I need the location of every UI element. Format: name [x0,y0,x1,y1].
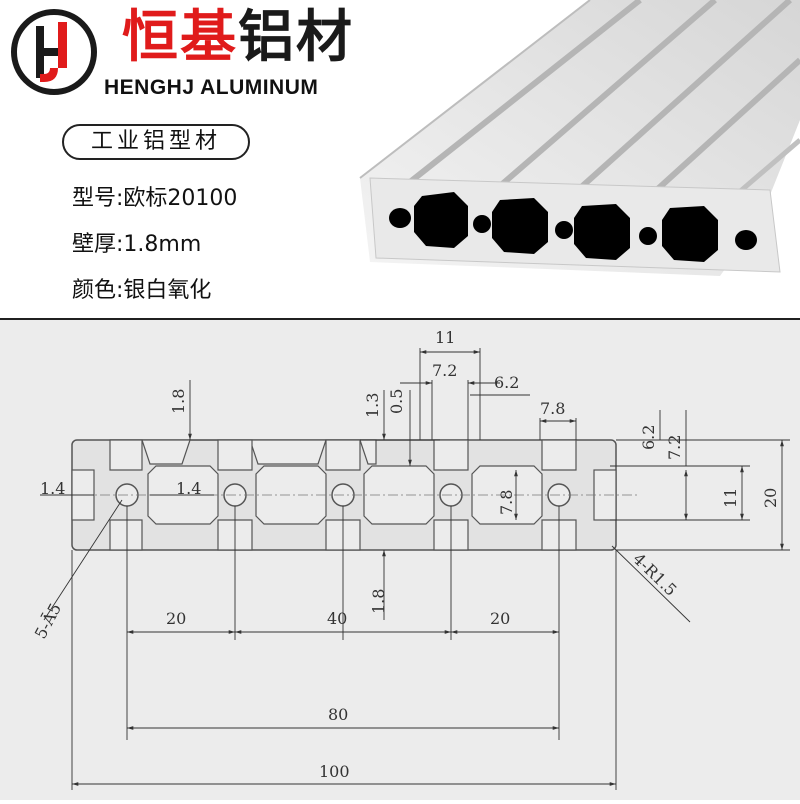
spec-thickness-value: 1.8mm [123,232,202,257]
spec-model: 型号:欧标20100 [72,180,237,212]
brand-name-cn-black: 铝材 [238,5,354,70]
brand-name-en: HENGHJ ALUMINUM [104,76,319,99]
dim-0-5: 0.5 [387,389,406,414]
dim-1-4-inner: 1.4 [176,479,201,498]
top-slots [109,439,577,471]
dim-7-2-right: 7.2 [665,435,684,460]
brand-name-cn-red: 恒基 [122,5,238,70]
dim-20-b: 20 [490,609,510,628]
spec-color-value: 银白氧化 [123,278,212,303]
spec-model-value: 欧标20100 [123,186,238,211]
spec-color: 颜色:银白氧化 [72,272,211,304]
dim-6-2-right: 6.2 [639,425,658,450]
dim-100: 100 [319,762,350,781]
dim-7-2-top: 7.2 [432,361,457,380]
dim-11-right: 11 [721,488,740,508]
spec-thickness-label: 壁厚: [72,232,124,257]
dim-radius: 4-R1.5 [629,549,680,600]
dim-holes: 5-Ā5 [30,600,65,642]
dim-1-8-top: 1.8 [169,389,188,414]
dim-7-8-top: 7.8 [540,399,565,418]
dim-40: 40 [327,609,347,628]
profile-3d-render [359,0,800,276]
dim-6-2-top: 6.2 [494,373,519,392]
spec-model-label: 型号: [72,186,124,211]
section-divider [0,318,800,320]
dim-80: 80 [328,705,348,724]
dim-1-4-left: 1.4 [40,479,65,498]
dim-1-8-bottom: 1.8 [369,589,388,614]
technical-drawing: 11 7.2 6.2 7.8 1.8 1.3 0.5 1.8 1.4 1.4 6… [0,320,800,800]
spec-thickness: 壁厚:1.8mm [72,226,201,258]
brand-name-cn: 恒基铝材 [122,6,354,70]
dim-1-3: 1.3 [363,393,382,418]
brand-logo-icon [11,9,97,95]
category-badge: 工业铝型材 [62,124,250,160]
drawing-canvas: 11 7.2 6.2 7.8 1.8 1.3 0.5 1.8 1.4 1.4 6… [30,328,790,790]
spec-color-label: 颜色: [72,278,124,303]
dim-11-top: 11 [435,328,455,347]
product-header: 恒基铝材 HENGHJ ALUMINUM 工业铝型材 型号:欧标20100 壁厚… [0,0,800,318]
dim-20-right: 20 [761,488,780,508]
dim-20-a: 20 [166,609,186,628]
dim-7-8-center: 7.8 [497,490,516,515]
